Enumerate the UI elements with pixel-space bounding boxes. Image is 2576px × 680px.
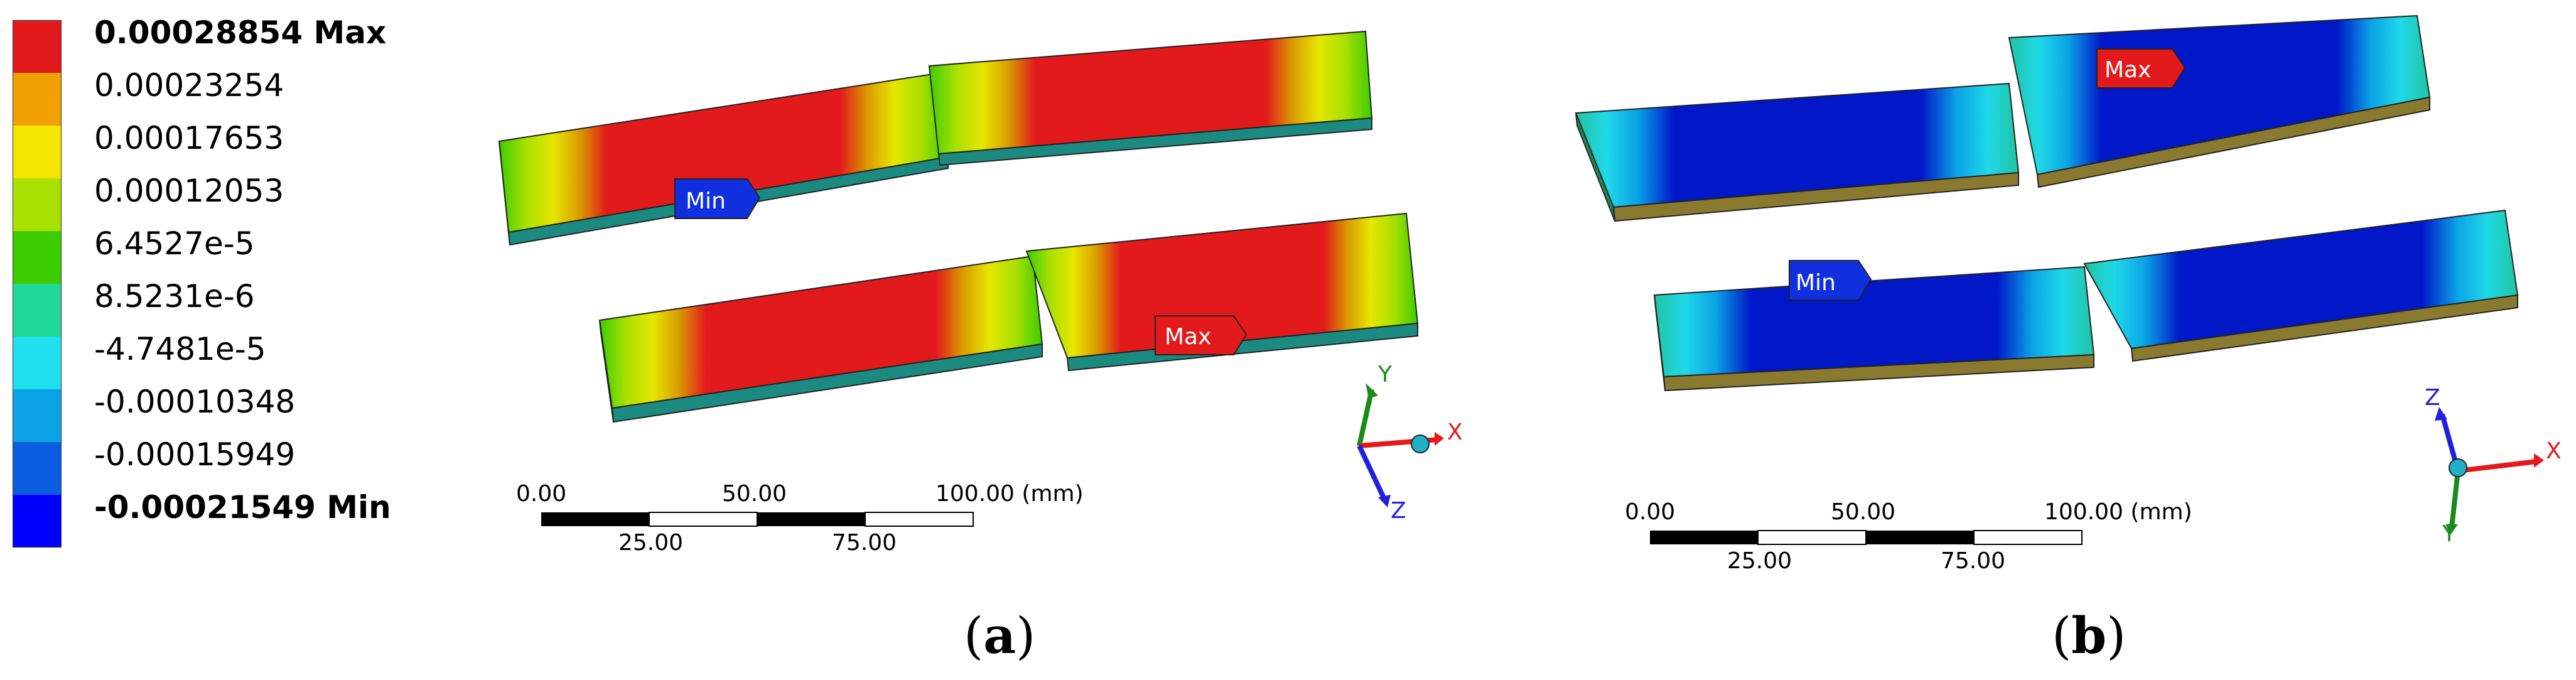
axis-triad-a: Y X Z xyxy=(1357,362,1463,524)
legend-label-9: -0.00021549 Min xyxy=(94,489,391,526)
scale-b-label-100: 100.00 (mm) xyxy=(2044,499,2192,525)
caption-b-letter: b xyxy=(2071,606,2107,665)
scale-bar-a: 0.00 50.00 100.00 (mm) 25.00 75.00 xyxy=(516,481,1084,556)
scale-b-label-0: 0.00 xyxy=(1625,499,1675,525)
legend-swatch-3 xyxy=(13,178,62,231)
legend-label-2: 0.00017653 xyxy=(94,120,284,156)
caption-b: (b) xyxy=(2052,606,2126,665)
panel-a: Min Max Y X Z 0.00 50.00 10 xyxy=(498,30,1463,556)
min-tag-a: Min xyxy=(674,178,761,219)
axis-b-z-label: Z xyxy=(2425,385,2440,411)
axis-triad-b: Z X Y xyxy=(2425,385,2562,547)
min-tag-b: Min xyxy=(1789,260,1872,301)
legend-swatch-4 xyxy=(13,231,62,284)
axis-a-z-label: Z xyxy=(1391,498,1406,524)
max-tag-a: Max xyxy=(1155,315,1248,355)
legend-label-1: 0.00023254 xyxy=(94,67,284,104)
caption-a: (a) xyxy=(964,606,1036,665)
max-tag-a-label: Max xyxy=(1165,324,1211,350)
legend-label-5: 8.5231e-6 xyxy=(94,278,255,315)
scale-bar-b: 0.00 50.00 100.00 (mm) 25.00 75.00 xyxy=(1625,499,2192,574)
legend-bar-border xyxy=(13,20,62,548)
legend-label-8: -0.00015949 xyxy=(94,436,296,473)
legend-label-7: -0.00010348 xyxy=(94,384,296,420)
beam-b4 xyxy=(2083,209,2519,362)
scale-a-label-75: 75.00 xyxy=(832,530,897,556)
min-tag-a-label: Min xyxy=(686,188,726,214)
legend-swatch-0 xyxy=(13,20,62,73)
axis-a-y-label: Y xyxy=(1377,362,1393,387)
legend-label-0: 0.00028854 Max xyxy=(94,14,387,51)
panel-b: Max Min Z X Y 0.00 50.00 10 xyxy=(1575,14,2562,574)
legend-swatch-8 xyxy=(13,442,62,495)
beam-a2 xyxy=(928,30,1373,166)
legend-swatch-1 xyxy=(13,73,62,126)
scale-b-label-50: 50.00 xyxy=(1831,499,1895,525)
scale-a-label-100: 100.00 (mm) xyxy=(935,481,1084,507)
beam-a4 xyxy=(1025,212,1419,372)
legend-label-6: -4.7481e-5 xyxy=(94,331,266,367)
legend-label-3: 0.00012053 xyxy=(94,173,284,209)
scale-a-label-25: 25.00 xyxy=(618,530,683,556)
legend-swatch-9 xyxy=(13,495,62,548)
beam-b3 xyxy=(1653,266,2095,392)
legend-swatch-5 xyxy=(13,284,62,337)
axis-b-y-label: Y xyxy=(2442,521,2457,547)
legend-swatch-7 xyxy=(13,389,62,442)
beam-b1 xyxy=(1575,82,2020,222)
scale-b-label-25: 25.00 xyxy=(1727,548,1792,574)
beam-a3 xyxy=(598,255,1043,423)
scale-a-label-0: 0.00 xyxy=(516,481,566,507)
legend-label-4: 6.4527e-5 xyxy=(94,225,255,262)
axis-b-x-label: X xyxy=(2546,438,2562,464)
max-tag-b-label: Max xyxy=(2104,57,2151,83)
axis-a-x-label: X xyxy=(1447,419,1463,445)
legend-swatch-6 xyxy=(13,337,62,389)
min-tag-b-label: Min xyxy=(1796,270,1836,296)
max-tag-b: Max xyxy=(2096,48,2186,89)
caption-a-letter: a xyxy=(983,606,1016,665)
legend-swatch-2 xyxy=(13,126,62,178)
scale-b-label-75: 75.00 xyxy=(1941,548,2005,574)
beam-b2 xyxy=(2008,14,2431,188)
scale-a-label-50: 50.00 xyxy=(722,481,787,507)
